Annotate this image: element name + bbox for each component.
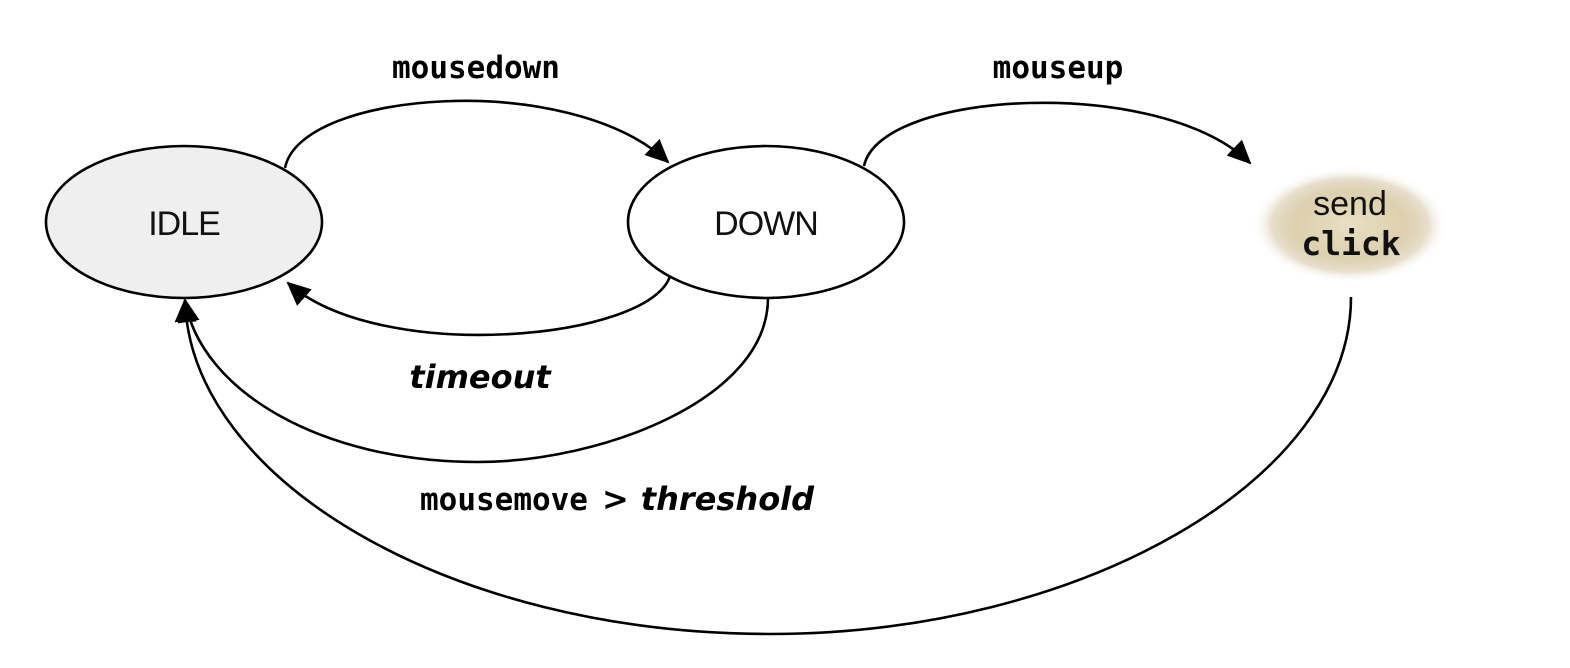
send-label: send: [1313, 185, 1387, 223]
threshold-operator: >: [602, 480, 629, 518]
state-down: DOWN: [626, 144, 906, 300]
mousemove-edge: [177, 297, 770, 464]
down-label: DOWN: [714, 205, 818, 243]
idle-label: IDLE: [148, 205, 220, 243]
mousemove-label: mousemove: [420, 482, 588, 518]
state-send-click: send click: [1252, 167, 1448, 283]
mouseup-label: mouseup: [993, 50, 1124, 86]
mousemove-threshold-label: mousemove > threshold: [420, 480, 815, 518]
mousedown-label: mousedown: [392, 50, 560, 86]
threshold-label: threshold: [641, 480, 815, 518]
timeout-label: timeout: [409, 358, 552, 396]
mousedown-edge: [283, 99, 670, 169]
timeout-edge: [286, 275, 672, 337]
click-label: click: [1301, 224, 1400, 263]
state-idle: IDLE: [44, 144, 324, 300]
send-click-glow: [1252, 167, 1448, 283]
down-node: [626, 144, 906, 300]
send-return-edge: [174, 296, 1353, 636]
idle-node: [44, 144, 324, 300]
mouseup-edge: [862, 101, 1252, 167]
